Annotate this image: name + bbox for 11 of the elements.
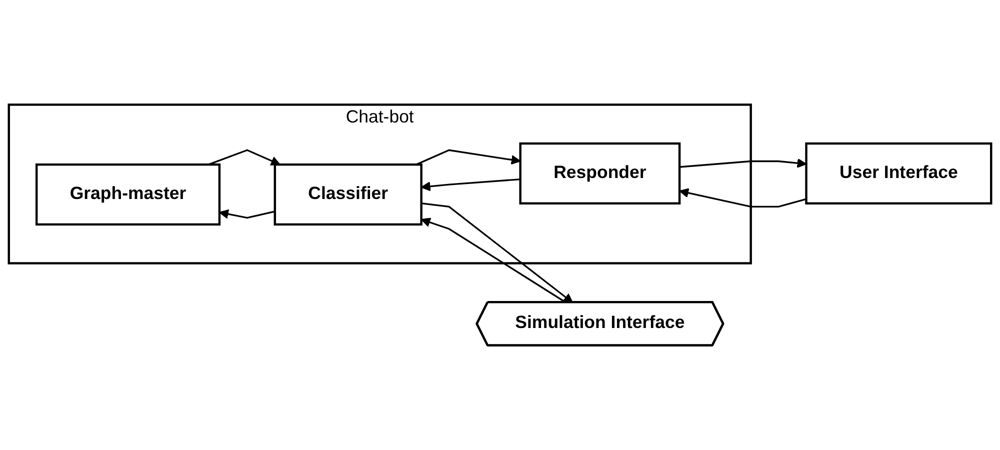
arrow <box>679 158 807 168</box>
node-box: Classifier <box>274 163 422 226</box>
arrow <box>679 188 806 208</box>
arrow <box>208 149 280 166</box>
arrow <box>420 178 520 192</box>
node-box: Graph-master <box>35 163 221 226</box>
arrow <box>421 202 574 304</box>
node-box: User Interface <box>805 142 992 204</box>
arrow <box>219 209 276 219</box>
node-box: Responder <box>519 142 681 204</box>
arrow <box>416 149 521 166</box>
